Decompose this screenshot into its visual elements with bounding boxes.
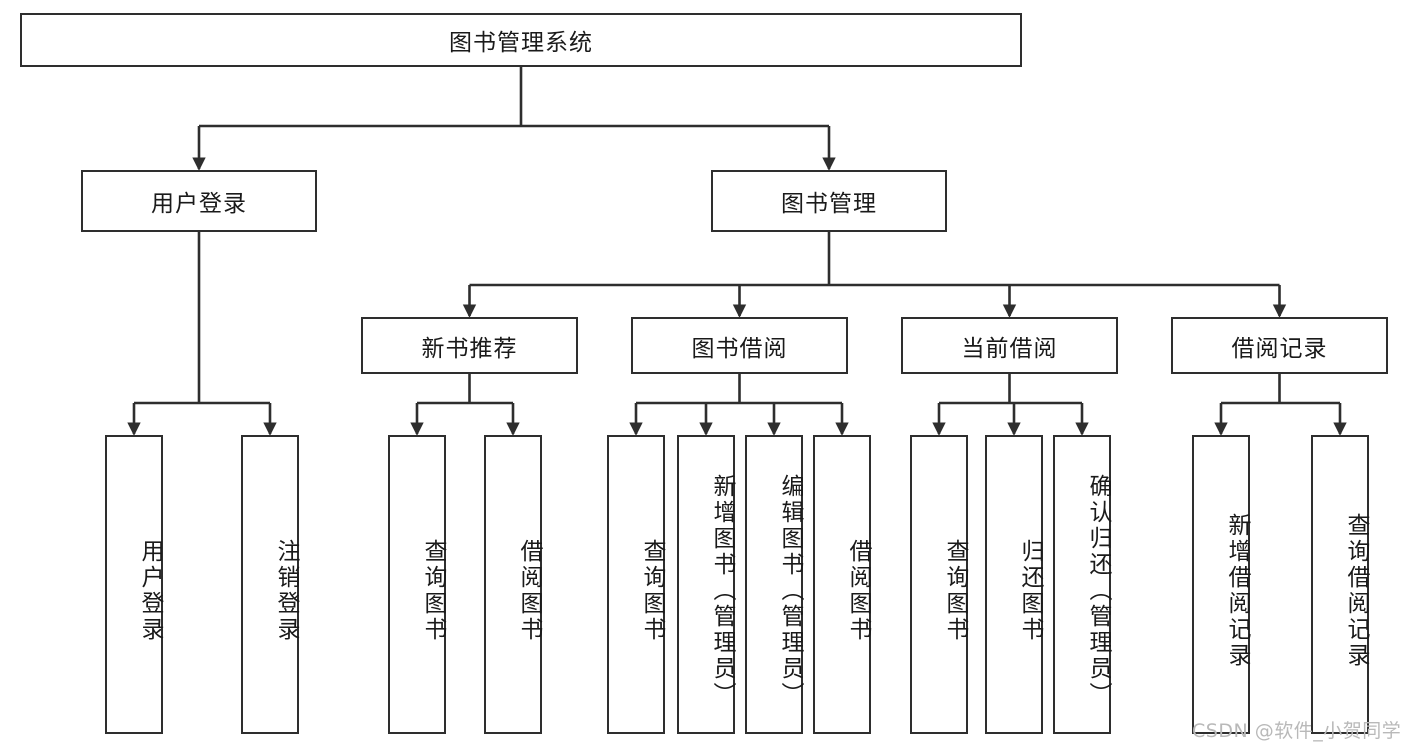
node-label: 用户登录	[137, 538, 163, 643]
node-label: 图书管理	[781, 191, 877, 217]
node-current-borrow[interactable]: 当前借阅	[901, 317, 1118, 374]
node-label: 查询图书	[942, 538, 968, 643]
node-label: 图书管理系统	[449, 30, 593, 56]
node-label: 借阅图书	[516, 538, 542, 643]
node-leaf-borrow-book-2[interactable]: 借阅图书	[813, 435, 871, 734]
node-leaf-return-book[interactable]: 归还图书	[985, 435, 1043, 734]
node-label: 查询图书	[420, 538, 446, 643]
node-leaf-query-book-2[interactable]: 查询图书	[607, 435, 665, 734]
node-label: 注销登录	[273, 538, 299, 643]
csdn-watermark: CSDN @软件_小贺同学	[1192, 720, 1402, 742]
node-user-login[interactable]: 用户登录	[81, 170, 317, 232]
node-label: 新增借阅记录	[1224, 512, 1250, 669]
node-leaf-edit-book-admin[interactable]: 编辑图书（管理员）	[745, 435, 803, 734]
node-label: 用户登录	[151, 191, 247, 217]
node-label: 查询借阅记录	[1343, 512, 1369, 669]
node-leaf-borrow-book-1[interactable]: 借阅图书	[484, 435, 542, 734]
node-label: 图书借阅	[691, 335, 788, 362]
node-label: 编辑图书（管理员）	[777, 473, 803, 708]
node-book-borrow[interactable]: 图书借阅	[631, 317, 848, 374]
node-label: 借阅记录	[1231, 335, 1328, 362]
node-leaf-add-book-admin[interactable]: 新增图书（管理员）	[677, 435, 735, 734]
node-leaf-logout-login[interactable]: 注销登录	[241, 435, 299, 734]
node-leaf-user-login[interactable]: 用户登录	[105, 435, 163, 734]
node-label: 新增图书（管理员）	[709, 473, 735, 708]
node-label: 归还图书	[1017, 538, 1043, 643]
node-leaf-query-book-3[interactable]: 查询图书	[910, 435, 968, 734]
node-root[interactable]: 图书管理系统	[20, 13, 1022, 67]
node-label: 确认归还（管理员）	[1085, 473, 1111, 708]
node-label: 查询图书	[639, 538, 665, 643]
node-leaf-confirm-return-admin[interactable]: 确认归还（管理员）	[1053, 435, 1111, 734]
node-book-manage[interactable]: 图书管理	[711, 170, 947, 232]
node-leaf-query-book-1[interactable]: 查询图书	[388, 435, 446, 734]
node-new-book-recommend[interactable]: 新书推荐	[361, 317, 578, 374]
node-leaf-add-borrow-record[interactable]: 新增借阅记录	[1192, 435, 1250, 734]
node-label: 当前借阅	[961, 335, 1058, 362]
node-leaf-query-borrow-record[interactable]: 查询借阅记录	[1311, 435, 1369, 734]
node-borrow-record[interactable]: 借阅记录	[1171, 317, 1388, 374]
node-label: 新书推荐	[421, 335, 518, 362]
node-label: 借阅图书	[845, 538, 871, 643]
